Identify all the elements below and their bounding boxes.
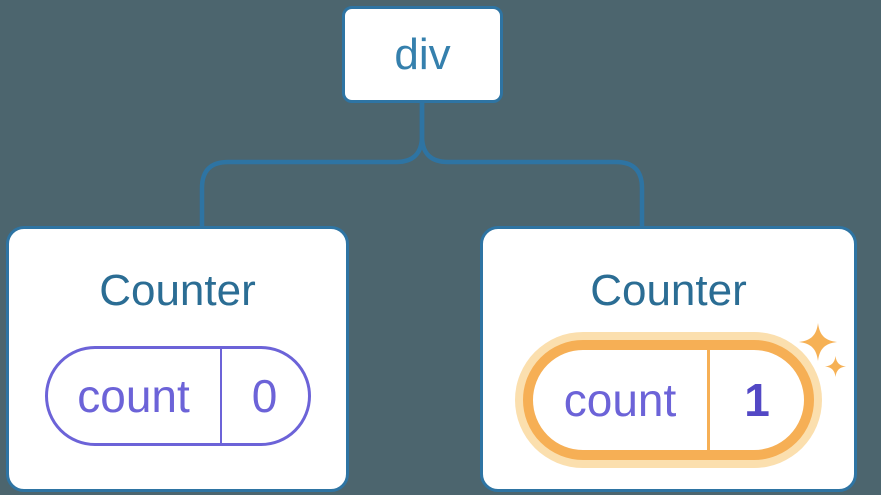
root-node-label: div bbox=[394, 29, 451, 79]
state-value: 1 bbox=[744, 373, 770, 426]
sparkle-icon bbox=[799, 323, 837, 361]
state-value: 0 bbox=[251, 369, 278, 422]
counter-card-left: Counter count 0 bbox=[6, 226, 349, 492]
pill-divider bbox=[219, 348, 222, 443]
sparkle-icon bbox=[825, 356, 846, 377]
component-title: Counter bbox=[590, 266, 747, 315]
state-pill-highlighted: count 1 bbox=[523, 339, 814, 460]
counter-card-right: Counter count 1 bbox=[480, 226, 857, 492]
connector-left-branch bbox=[199, 103, 425, 227]
state-pill: count 0 bbox=[44, 345, 311, 446]
root-node-div: div bbox=[342, 6, 503, 103]
state-key-label: count bbox=[77, 369, 190, 422]
connector-right-branch bbox=[419, 103, 645, 227]
pill-divider bbox=[707, 349, 710, 450]
component-title: Counter bbox=[99, 266, 256, 315]
state-key-label: count bbox=[563, 373, 677, 426]
